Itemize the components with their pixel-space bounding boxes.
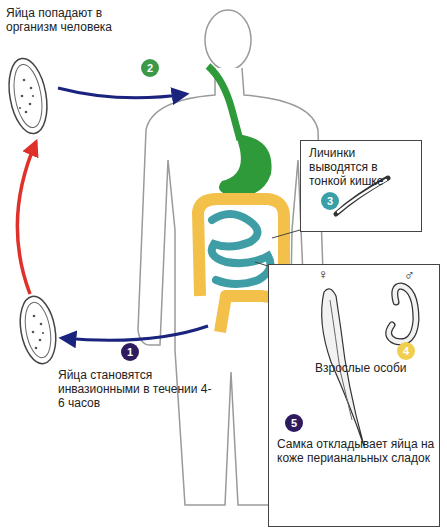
number-text: 1: [127, 347, 133, 358]
number-text: 5: [291, 418, 297, 429]
esophagus: [208, 66, 240, 140]
callout-box: Взрослые особиСамка откладывает яйца на …: [268, 264, 440, 527]
step-caption: Яйца попадают в организм человека: [6, 6, 134, 34]
callout-fill: [268, 264, 440, 527]
stomach: [219, 134, 272, 197]
ingestion-arrow: [58, 88, 186, 98]
egg-top: [4, 55, 53, 136]
callout-text: Личинки выводятся в тонкой кишке: [309, 146, 417, 188]
callout-number: 3: [321, 192, 339, 210]
excretion-arrow: [62, 326, 208, 340]
leader-line: [255, 262, 268, 266]
callout-fill: [300, 140, 422, 232]
callout-box: Личинки выводятся в тонкой кишке 3: [300, 140, 422, 232]
female-worm-gut: [330, 300, 352, 420]
callout-text: Взрослые особи: [315, 361, 435, 375]
male-worm-inner: [389, 286, 416, 342]
leader-line: [272, 230, 300, 238]
callout-text: Самка откладывает яйца на коже перианаль…: [277, 437, 435, 465]
callout-number: 4: [397, 342, 415, 360]
callout-number: 2: [141, 59, 159, 77]
number-text: 2: [147, 63, 153, 74]
sex-symbol: ♂: [404, 267, 420, 283]
male-worm: [389, 286, 416, 342]
number-text: 4: [403, 346, 409, 357]
callout-number: 1: [121, 343, 139, 361]
cycle-arrow: [17, 142, 36, 294]
head: [205, 10, 251, 70]
egg-bottom: [15, 294, 60, 367]
sex-symbol: ♀: [318, 266, 334, 282]
step-caption: Яйца становятся инвазионными в течении 4…: [58, 368, 218, 410]
callout-number: 5: [285, 414, 303, 432]
small-intestine: [212, 214, 271, 284]
number-text: 3: [327, 196, 333, 207]
